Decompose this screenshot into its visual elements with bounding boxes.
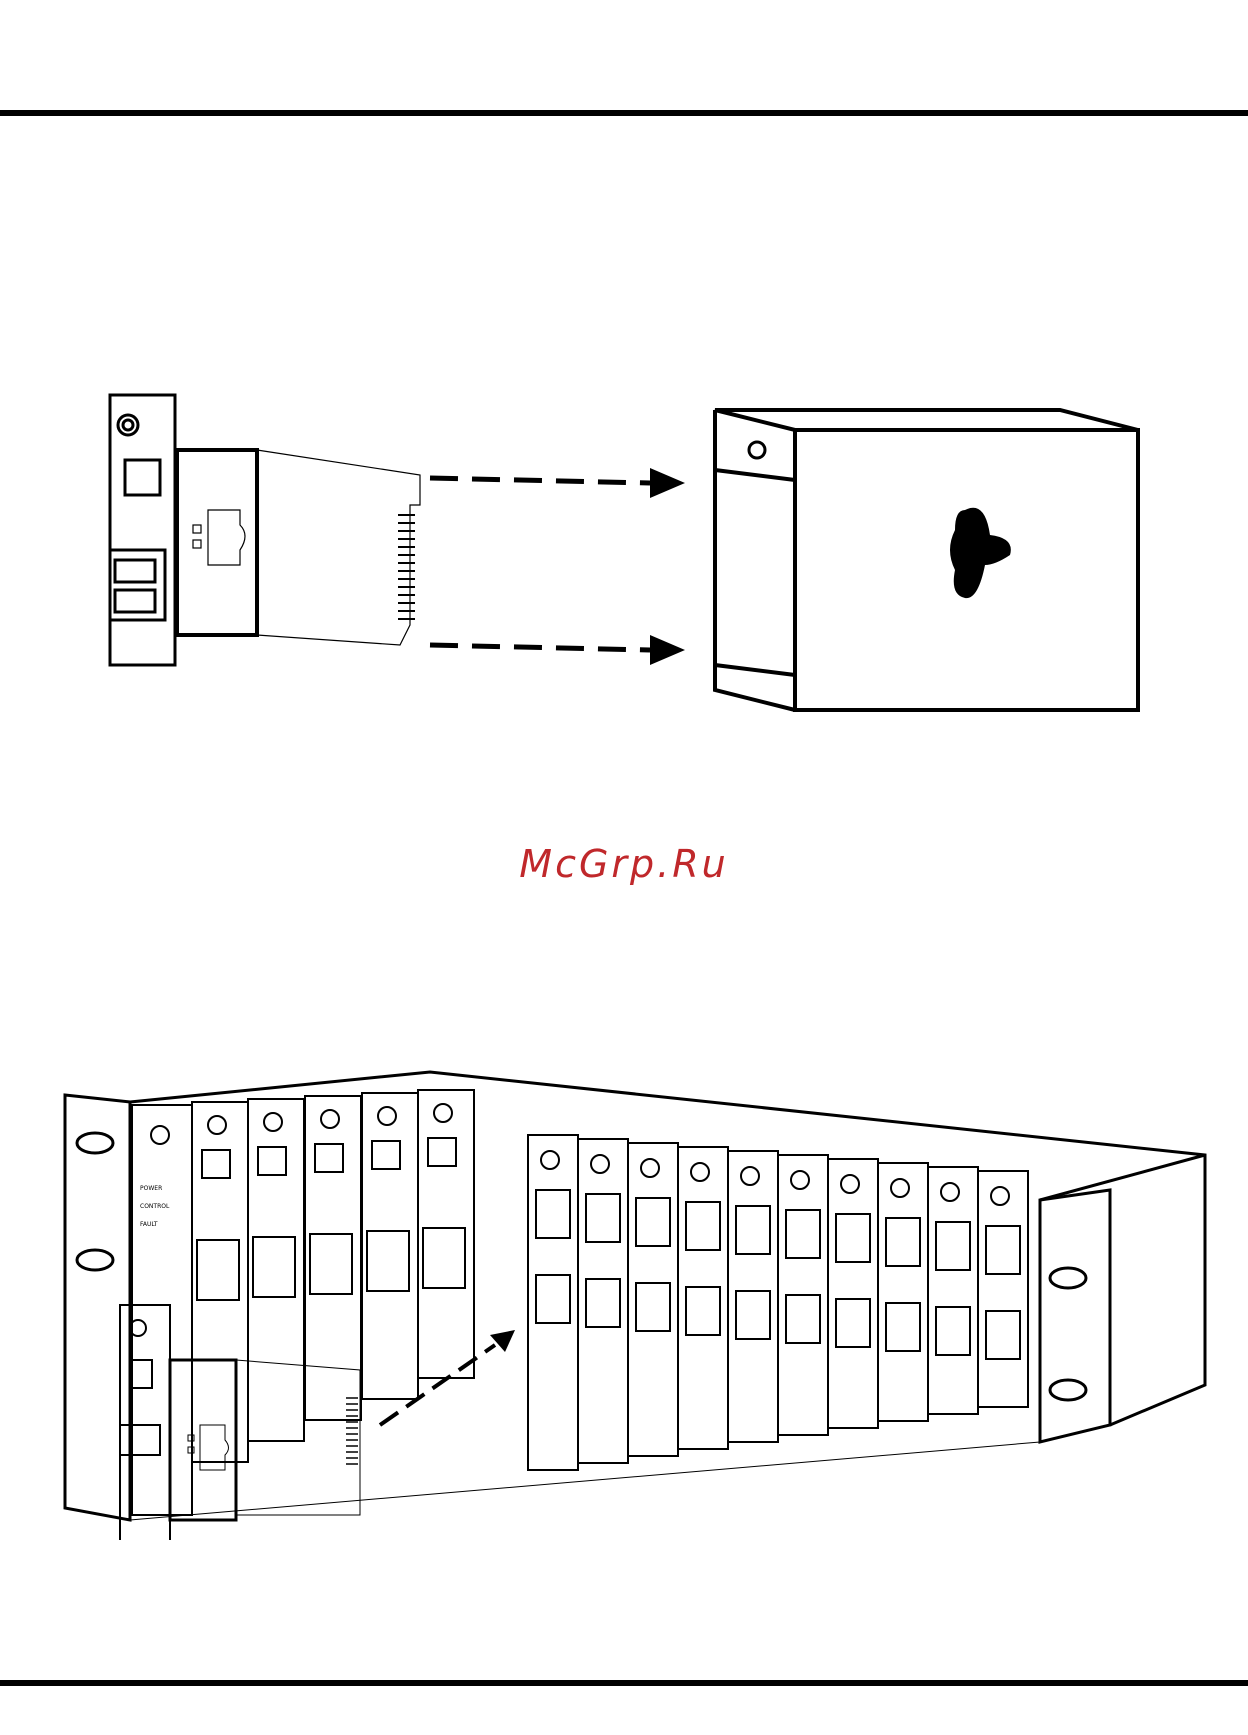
power-label: POWER: [140, 1185, 162, 1192]
top-rule: [0, 110, 1248, 116]
watermark: McGrp.Ru: [0, 842, 1248, 886]
rack-chassis-drawing: POWER CONTROL FAULT ↵: [0, 1040, 1248, 1540]
bottom-rule: [0, 1680, 1248, 1686]
control-card: [132, 1105, 192, 1515]
rack-slot: [928, 1167, 978, 1414]
card-faceplate: [110, 395, 175, 665]
rack-slot: [978, 1171, 1028, 1407]
card-insert-rack-chassis-figure: POWER CONTROL FAULT ↵: [0, 1040, 1248, 1540]
loose-card: [120, 1305, 360, 1540]
rack-slot: [828, 1159, 878, 1428]
card-insert-single-chassis-figure: [0, 380, 1248, 740]
control-label: CONTROL: [140, 1203, 170, 1210]
rack-slot: [878, 1163, 928, 1421]
fault-label: FAULT: [140, 1221, 158, 1228]
rack-slots: [132, 1090, 1028, 1515]
right-rack-ear: [1040, 1190, 1110, 1442]
card-insert-single-chassis-drawing: [0, 380, 1248, 740]
